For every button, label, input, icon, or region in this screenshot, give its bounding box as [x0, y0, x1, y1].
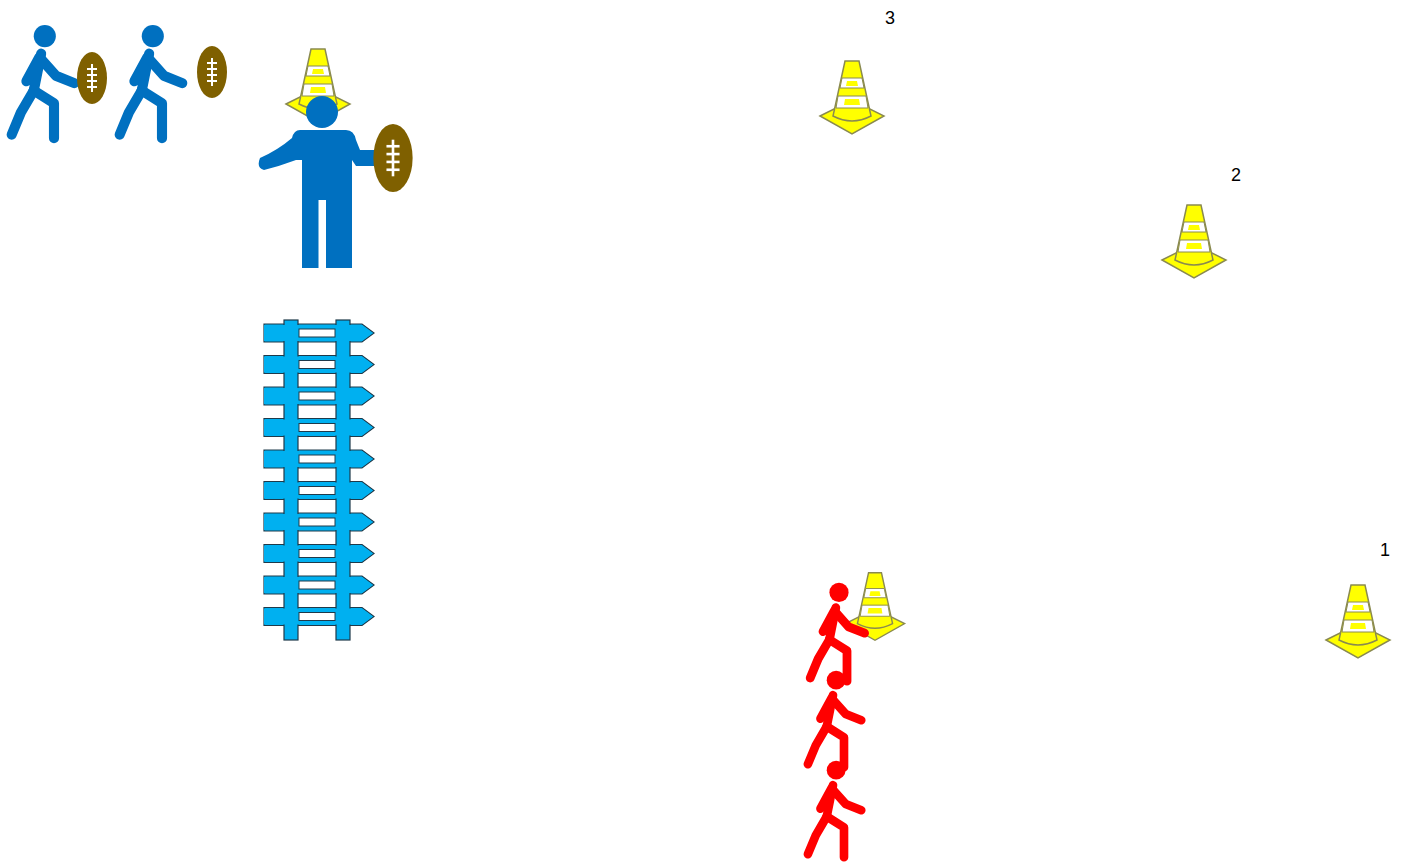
ladder-rung	[264, 514, 373, 530]
ladder-rung	[264, 325, 373, 341]
ladder-rung	[264, 357, 373, 373]
ladder-gap	[299, 424, 335, 432]
ladder-gap	[299, 550, 335, 558]
ladder-gap	[299, 487, 335, 495]
ladder-rung	[264, 546, 373, 562]
callout-number: 3	[885, 9, 895, 27]
agility-ladder	[264, 320, 374, 640]
football	[77, 52, 107, 104]
waiting-player	[120, 25, 183, 138]
ladder-rung	[264, 387, 374, 405]
ladder-rung	[264, 577, 373, 593]
football	[373, 124, 412, 192]
ladder-rung	[264, 356, 374, 374]
ladder-rung	[264, 608, 374, 626]
ladder-rung	[264, 324, 374, 342]
callout-number: 1	[1380, 541, 1390, 559]
ladder-rung	[264, 451, 373, 467]
ladder-rung	[264, 450, 374, 468]
waiting-player	[12, 25, 75, 138]
ladder-gap	[299, 361, 335, 369]
cone	[1326, 585, 1390, 658]
ladder-gap	[299, 581, 335, 589]
defender-player	[808, 761, 861, 858]
ladder-rung	[264, 483, 373, 499]
ladder-rung	[264, 419, 374, 437]
ladder-gap	[299, 392, 335, 400]
ladder-gap	[299, 329, 335, 337]
ladder-gap	[299, 613, 335, 621]
football	[197, 46, 227, 98]
defender-player	[808, 671, 861, 768]
ladder-gap	[299, 455, 335, 463]
ladder-rung	[264, 545, 374, 563]
ladder-rung	[264, 609, 373, 625]
ladder-rung	[264, 420, 373, 436]
ladder-rung	[264, 482, 374, 500]
defender-player	[810, 583, 864, 681]
ladder-rung	[264, 513, 374, 531]
ladder-rung	[264, 576, 374, 594]
cone	[1162, 205, 1226, 278]
coach	[259, 96, 394, 268]
cone	[820, 61, 884, 134]
ladder-gap	[299, 518, 335, 526]
callout-number: 2	[1231, 166, 1241, 184]
ladder-rung	[264, 388, 373, 404]
